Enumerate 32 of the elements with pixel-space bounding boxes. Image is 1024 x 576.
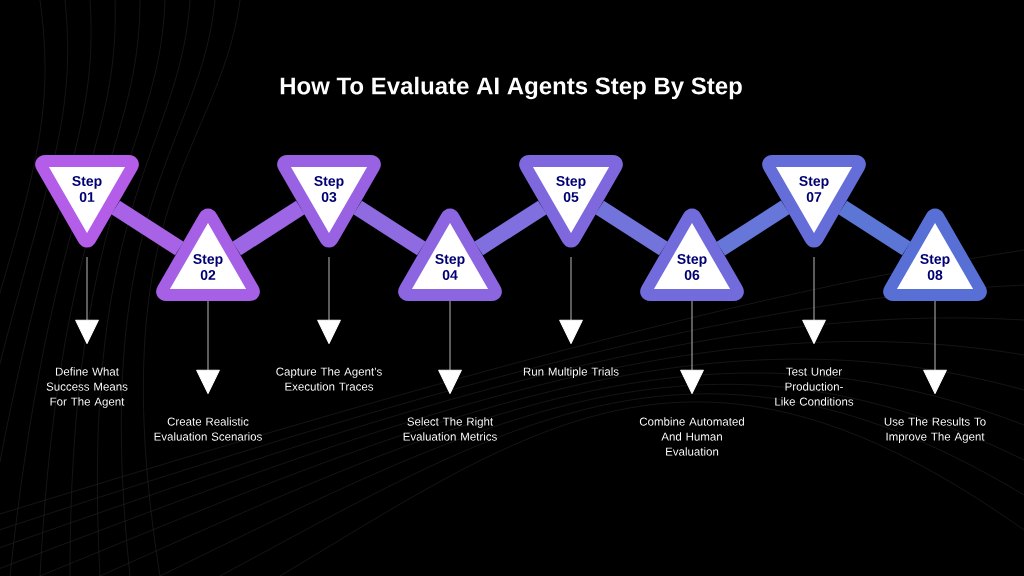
step-triangle: Step 01: [35, 155, 139, 248]
step-description: Test Under Production-Like Conditions: [775, 367, 854, 406]
arrow: [438, 300, 462, 394]
step-triangle: Step 07: [762, 155, 866, 248]
connector-band: [474, 200, 547, 256]
title: How To Evaluate AI Agents Step By Step: [280, 76, 742, 100]
arrow: [317, 256, 341, 344]
step-description: Run Multiple Trials: [523, 367, 619, 378]
arrow: [75, 256, 99, 344]
arrow: [802, 256, 826, 344]
arrow: [680, 300, 704, 394]
step-description: Select The Right Evaluation Metrics: [403, 417, 497, 441]
step-triangle: Step 04: [398, 208, 502, 301]
step-description: Capture The Agent’s Execution Traces: [276, 367, 382, 391]
arrow: [559, 256, 583, 344]
step-triangle: Step 02: [156, 208, 260, 301]
step-description: Define What Success Means For The Agent: [46, 367, 128, 408]
connector-band: [111, 200, 184, 256]
step-description: Use The Results To Improve The Agent: [884, 417, 986, 443]
connector-band: [232, 200, 305, 256]
arrow: [923, 300, 947, 394]
connector-band: [838, 200, 911, 256]
connector-band: [353, 200, 426, 256]
connector-band: [595, 200, 668, 256]
connector-band: [716, 200, 790, 256]
step-triangle: Step 08: [883, 208, 987, 301]
step-triangle: Step 05: [519, 155, 623, 248]
arrow: [196, 300, 220, 394]
step-triangle: Step 03: [277, 155, 381, 248]
step-triangle: Step 06: [640, 208, 744, 301]
step-description: Create Realistic Evaluation Scenarios: [154, 417, 262, 441]
step-description: Combine Automated And Human Evaluation: [639, 417, 744, 456]
